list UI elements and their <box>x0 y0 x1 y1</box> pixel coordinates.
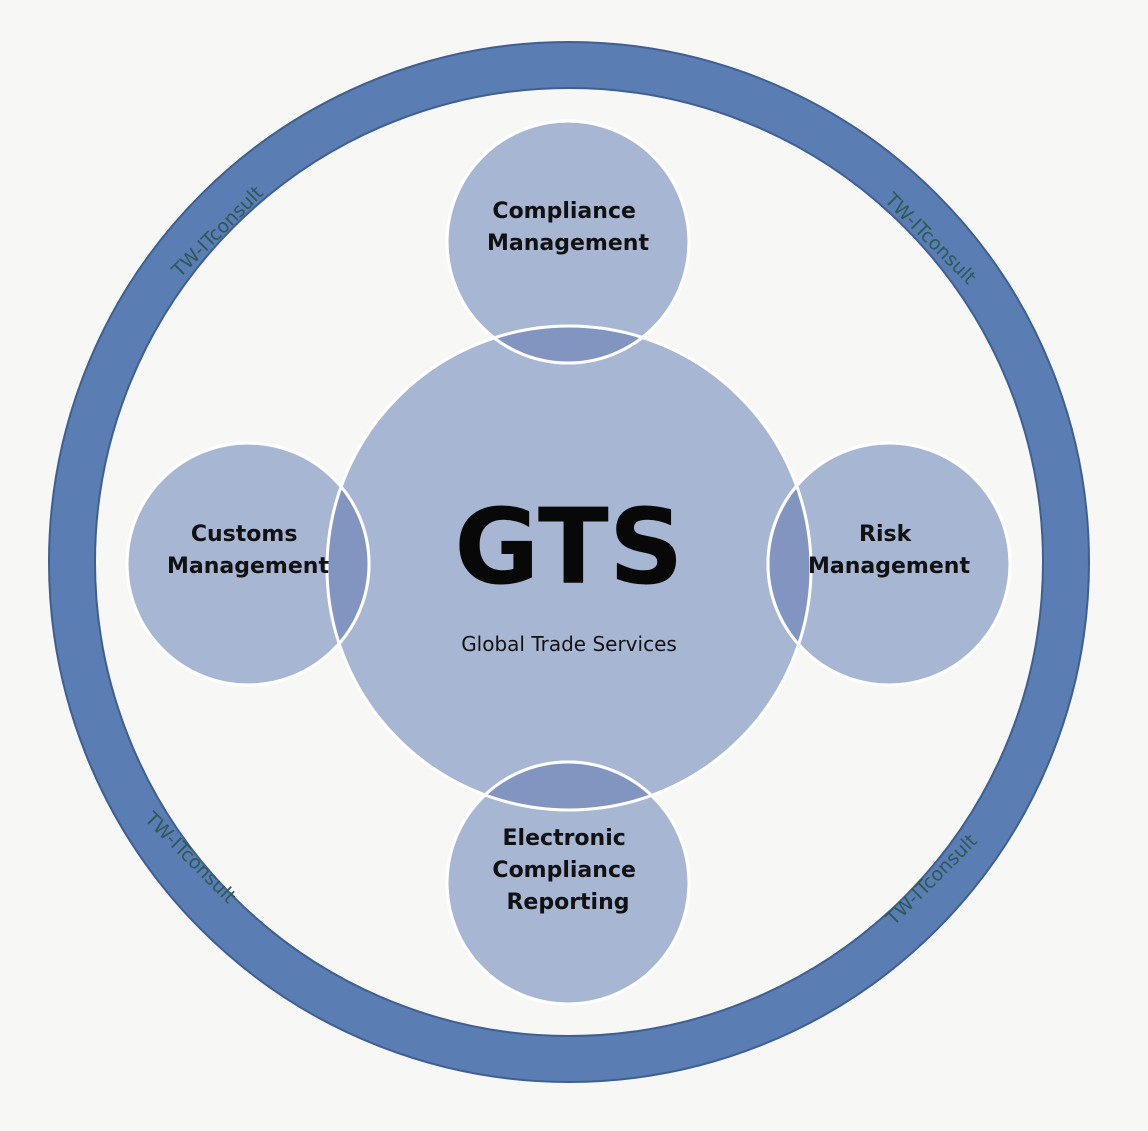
node-right-label: Risk Management <box>808 522 970 579</box>
center-subtitle: Global Trade Services <box>461 632 677 656</box>
node-right-outline <box>766 441 1012 687</box>
node-bottom-label-line-1: Electronic <box>503 826 626 851</box>
node-left-outline <box>125 441 371 687</box>
node-right-label-line-1: Risk <box>859 522 913 547</box>
node-bottom-label-line-2: Compliance <box>492 858 635 883</box>
node-bottom-outline <box>445 760 691 1006</box>
node-bottom-label-line-3: Reporting <box>506 890 629 915</box>
node-top-label-line-2: Management <box>487 231 649 256</box>
node-right-label-line-2: Management <box>808 554 970 579</box>
center-circle-outline <box>325 324 813 812</box>
node-left-label-line-2: Management <box>167 554 329 579</box>
node-top-outline <box>445 119 691 365</box>
node-top-label: Compliance Management <box>487 199 649 256</box>
outer-ring-outer-edge <box>48 41 1090 1083</box>
outer-ring-inner-edge <box>94 87 1044 1037</box>
node-left-label-line-1: Customs <box>191 522 298 547</box>
center-title: GTS <box>454 486 683 608</box>
node-left-label: Customs Management <box>167 522 329 579</box>
outer-ring <box>49 42 1089 1082</box>
node-top-label-line-1: Compliance <box>492 199 635 224</box>
node-bottom-label: Electronic Compliance Reporting <box>492 826 643 915</box>
